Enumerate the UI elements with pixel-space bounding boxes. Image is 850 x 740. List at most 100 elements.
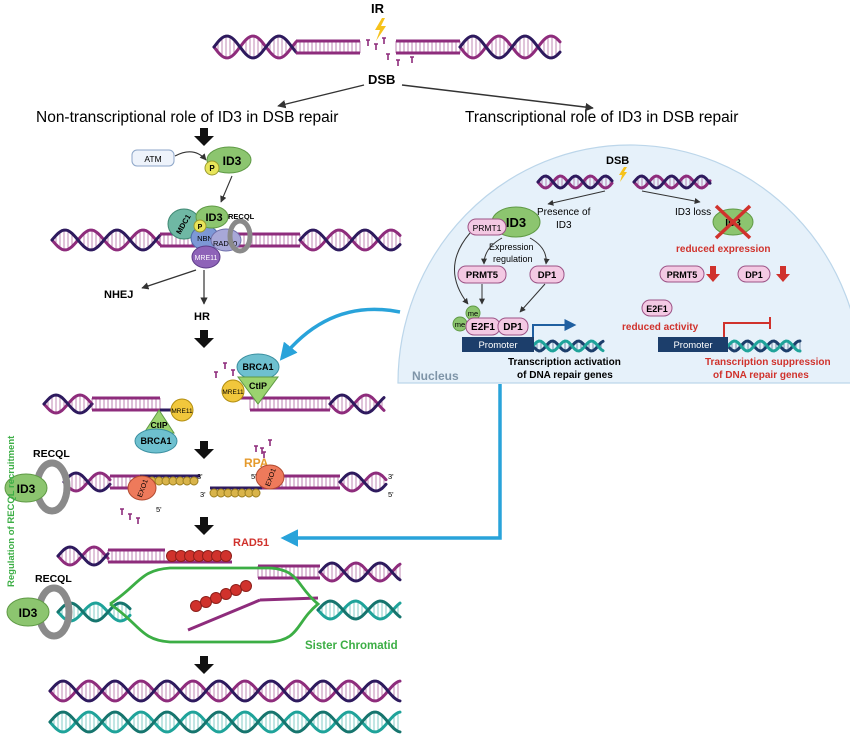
- brca1-left-label: BRCA1: [140, 436, 171, 446]
- dna-final-1-strand: [48, 679, 402, 703]
- ir-label: IR: [371, 1, 385, 16]
- prmt1-box: [467, 218, 507, 236]
- dna-fragment: [223, 362, 227, 369]
- dna-fragment: [262, 451, 266, 458]
- rad51-bead: [220, 550, 232, 562]
- end-3prime-a: 3': [197, 472, 203, 481]
- rad51-bead: [210, 592, 222, 604]
- e2f1-lost-box: [641, 299, 673, 317]
- mre11-label: MRE11: [195, 255, 218, 262]
- dna-complex-left-strand: [50, 228, 162, 252]
- dna-gene-activation-strand: [531, 339, 605, 353]
- presence-line1: Presence of: [537, 207, 591, 218]
- sister-chromatid-label: Sister Chromatid: [305, 640, 398, 652]
- dna-fragment: [382, 37, 386, 44]
- dna-resect-left-strand: [42, 393, 94, 415]
- dna-resect-right-strand: [328, 393, 386, 415]
- dna-final-2-strand: [48, 710, 402, 734]
- dna-gene-activation: [531, 339, 605, 353]
- recql-label-2: RECQL: [33, 448, 70, 460]
- arrow-to-prmt5: [481, 237, 503, 265]
- dna-sister-right: [316, 599, 402, 621]
- arrow-to-loss: [641, 190, 701, 204]
- dna-final-1-strand: [48, 679, 402, 703]
- suppression-line1: Transcription suppression: [705, 357, 831, 368]
- dna-fragment: [268, 439, 272, 446]
- transcription-arrow: [532, 319, 577, 337]
- dna-resect-right-strand: [328, 393, 386, 415]
- brca1-right-label: BRCA1: [242, 362, 273, 372]
- dna-resect-r: [249, 396, 331, 412]
- dna-rad51-l: [107, 548, 165, 564]
- end-3prime-c: 3': [388, 472, 394, 481]
- dna-invading-strand: [187, 598, 261, 632]
- dna-fragment: [128, 513, 132, 520]
- rad50-label: RAD50: [213, 239, 237, 248]
- dna-rad51-left-strand: [56, 545, 110, 567]
- dna-final-2: [48, 710, 402, 734]
- me-mark-1-label: me: [468, 309, 478, 318]
- recql-label-3: RECQL: [35, 573, 72, 585]
- arrow-atm-to-id3: [174, 151, 207, 161]
- dna-gene-suppression-strand: [726, 339, 802, 353]
- dna-resect-l: [91, 396, 161, 412]
- recql-ring-1: [227, 218, 253, 254]
- rpa-bead: [251, 488, 261, 498]
- block-down-arrow-icon: [194, 656, 214, 674]
- arrow-prmt1-to-me: [454, 232, 471, 305]
- rad51-bead: [220, 588, 232, 600]
- expression-line1: Expression: [489, 242, 534, 252]
- dna-nucleus-dsb-left: [536, 174, 614, 190]
- id3-recql-1: [4, 473, 48, 503]
- regulation-label: Regulation of RECQL recruitment: [6, 435, 17, 587]
- sister-chromatid-loop: [109, 566, 321, 644]
- end-5prime-a: 5': [156, 505, 162, 514]
- dna-fragment: [396, 59, 400, 66]
- dna-complex-left-strand: [50, 228, 162, 252]
- dna-fragment: [136, 517, 140, 524]
- dna-fragment: [386, 53, 390, 60]
- prmt5-lost-box: [659, 265, 705, 283]
- promoter-box-left: [462, 337, 534, 352]
- atm-box: [131, 149, 175, 167]
- heading-non-transcriptional: Non-transcriptional role of ID3 in DSB r…: [36, 109, 338, 126]
- dna-rpa-right: [338, 471, 388, 493]
- end-5prime-c: 5': [388, 490, 394, 499]
- arrow-to-dp1: [529, 237, 550, 265]
- promoter-box-right: [658, 337, 728, 352]
- mre11-right-label: MRE11: [222, 389, 244, 396]
- dna-fragment: [254, 445, 258, 452]
- promoter-left-label: Promoter: [478, 340, 517, 351]
- dna-rpa-left: [62, 471, 112, 493]
- reduced-activity-label: reduced activity: [622, 322, 699, 333]
- dp1-lost-label: DP1: [745, 270, 763, 280]
- dna-fragment: [260, 447, 264, 454]
- dna-sister-right-strand: [316, 599, 402, 621]
- recql-label-1: RECQL: [228, 212, 255, 221]
- dna-top-mid-left: [295, 39, 361, 55]
- dna-gene-suppression-strand: [726, 339, 802, 353]
- dna-nucleus-dsb-left-strand: [536, 174, 614, 190]
- dna-rad51-left-strand: [56, 545, 110, 567]
- arrow-id3-down: [220, 175, 233, 203]
- nucleus-dsb-label: DSB: [606, 155, 629, 167]
- block-down-arrow-icon: [194, 441, 214, 459]
- phospho-p-complex-label: P: [198, 224, 203, 231]
- dna-resect-right: [328, 393, 386, 415]
- dna-top-right-strand: [458, 34, 562, 60]
- hr-label: HR: [194, 311, 210, 323]
- dna-complex-right: [298, 228, 402, 252]
- arrow-to-right-branch: [401, 84, 594, 112]
- dna-rad51-right: [318, 561, 402, 583]
- end-5prime-b: 5': [251, 472, 257, 481]
- dna-fragment: [231, 369, 235, 376]
- rad51-bead: [190, 600, 202, 612]
- brca1-left: [134, 428, 178, 454]
- arrow-to-nhej: [141, 269, 197, 290]
- block-down-arrow-icon: [194, 517, 214, 535]
- rad51-bead: [240, 580, 252, 592]
- heading-transcriptional: Transcriptional role of ID3 in DSB repai…: [465, 109, 738, 126]
- dna-complex-right-strand: [298, 228, 402, 252]
- nucleus-lightning-icon: [619, 167, 627, 182]
- prmt5-label: PRMT5: [466, 270, 499, 281]
